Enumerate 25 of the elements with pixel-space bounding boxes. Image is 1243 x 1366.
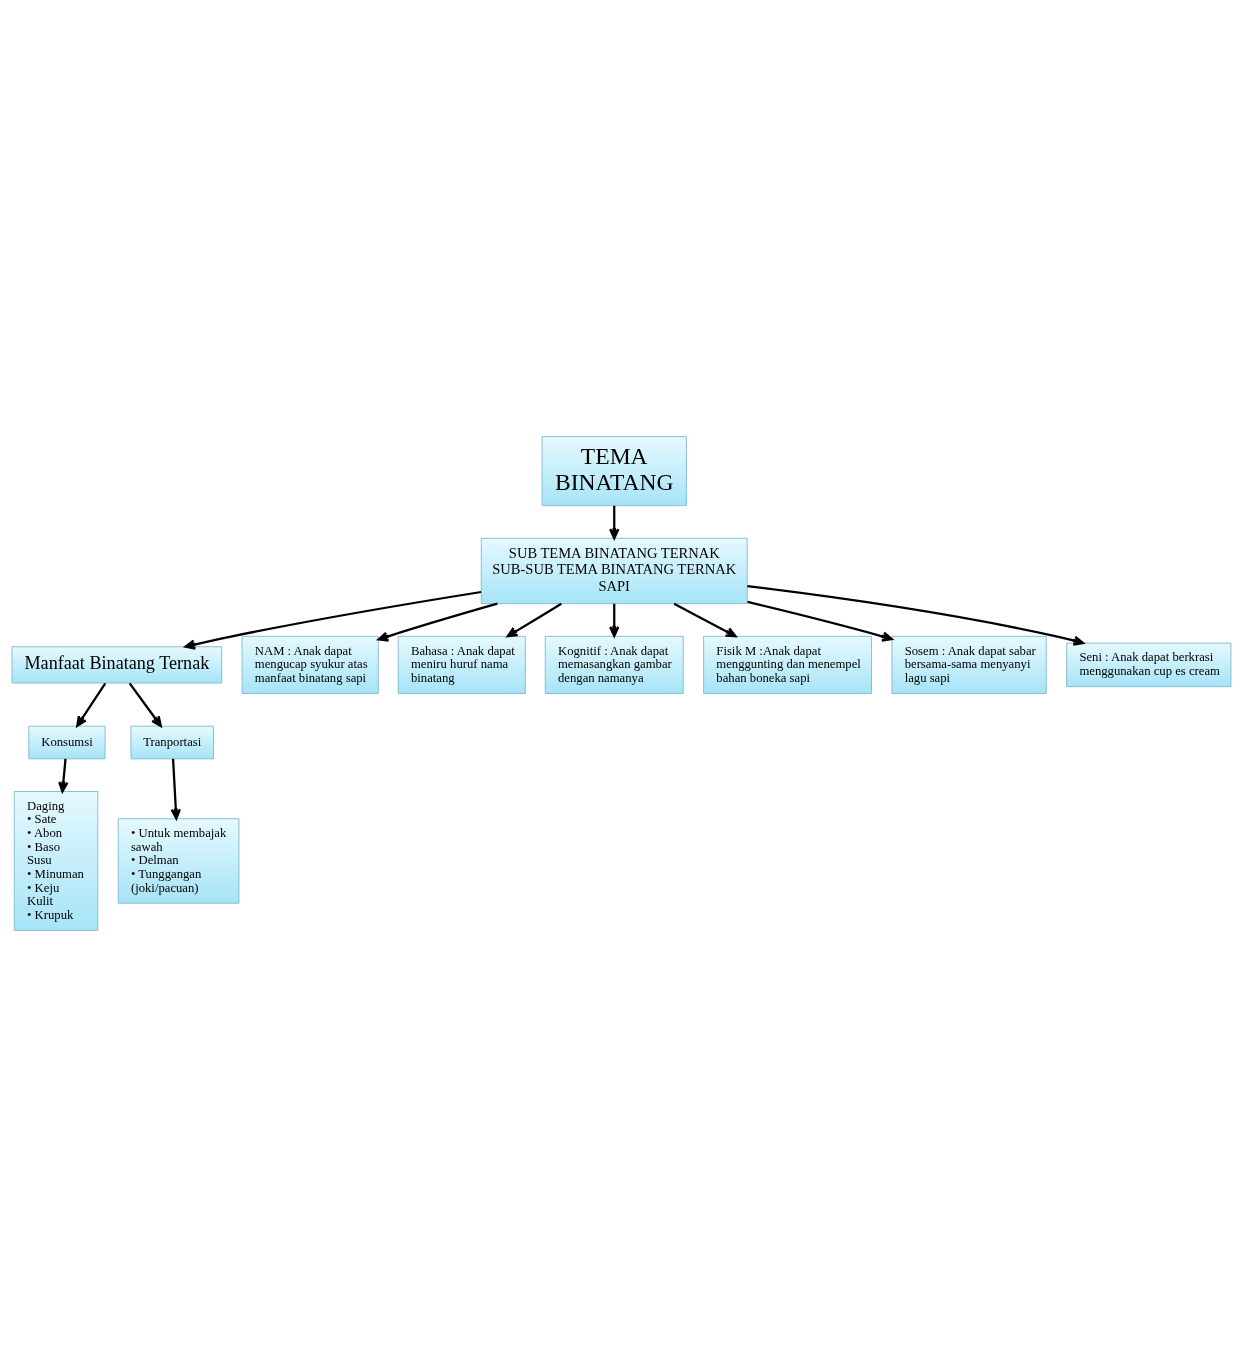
arrow (128, 682, 162, 727)
node-box: Sosem : Anak dapat sabar bersama-sama menyanyi lagu sapi (891, 635, 1047, 694)
node-box: • Untuk membajak sawah • Delman • Tunggangan (joki/pacuan) (117, 817, 240, 904)
node-box: Tranportasi (130, 725, 214, 759)
node-box: Daging • Sate • Abon • Baso Susu • Minuman • Keju Kulit • Krupuk (13, 790, 99, 931)
arrow (673, 602, 737, 637)
arrow (747, 584, 1085, 646)
node-box: NAM : Anak dapat mengucap syukur atas manfaat binatang sapi (241, 635, 379, 694)
arrow (609, 603, 620, 637)
arrow (58, 758, 69, 793)
node-box: TEMA BINATANG (541, 435, 687, 506)
node-box: Manfaat Binatang Ternak (11, 645, 223, 683)
arrow (76, 682, 107, 727)
node-box: Seni : Anak dapat berkrasi menggunakan cup es cream (1066, 642, 1232, 687)
node-box: Fisik M :Anak dapat menggunting dan menempel bahan boneka sapi (703, 635, 872, 694)
arrow (377, 602, 498, 642)
arrow (506, 602, 562, 637)
arrow (184, 590, 482, 650)
arrow (170, 758, 182, 820)
arrow (747, 600, 893, 642)
arrow (609, 505, 620, 539)
node-box: SUB TEMA BINATANG TERNAK SUB-SUB TEMA BINATANG TERNAK SAPI (480, 537, 748, 604)
node-box: Konsumsi (28, 725, 106, 759)
node-box: Kognitif : Anak dapat memasangkan gambar dengan namanya (544, 635, 684, 694)
node-box: Bahasa : Anak dapat meniru huruf nama binatang (397, 635, 526, 694)
